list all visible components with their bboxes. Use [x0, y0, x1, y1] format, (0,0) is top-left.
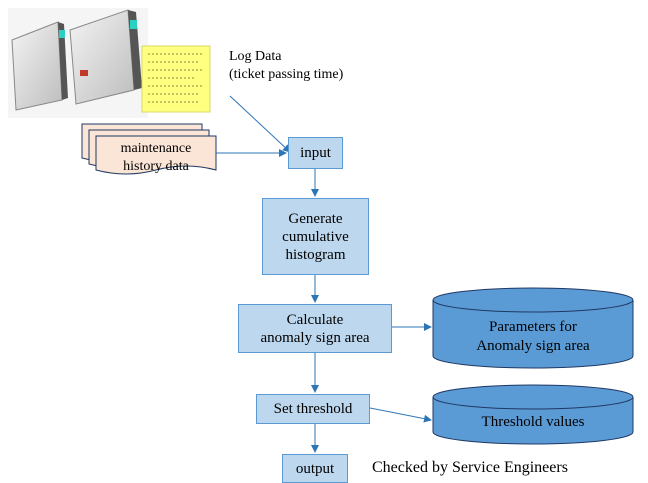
thresholds-store [432, 384, 634, 445]
log-data-label: Log Data (ticket passing time) [229, 49, 344, 82]
calculate-anomaly-step: Calculate anomaly sign area [238, 304, 392, 353]
maintenance-history-label: maintenance history data [120, 141, 192, 174]
output-step: output [282, 454, 348, 483]
input-step: input [288, 137, 343, 169]
parameters-store [432, 287, 634, 369]
log-data-printout [141, 45, 211, 113]
arrow-threshold-to-store [369, 407, 432, 423]
arrow-log-to-input [229, 95, 291, 153]
checked-by-label: Checked by Service Engineers [372, 459, 568, 476]
maintenance-history-document [81, 123, 217, 175]
set-threshold-step: Set threshold [256, 394, 370, 424]
connectors [216, 95, 432, 453]
generate-histogram-step: Generate cumulative histogram [262, 198, 369, 275]
parameters-store-label: Parameters for Anomaly sign area [476, 319, 590, 354]
thresholds-store-label: Threshold values [481, 413, 585, 430]
ticket-gates-image [8, 8, 148, 118]
